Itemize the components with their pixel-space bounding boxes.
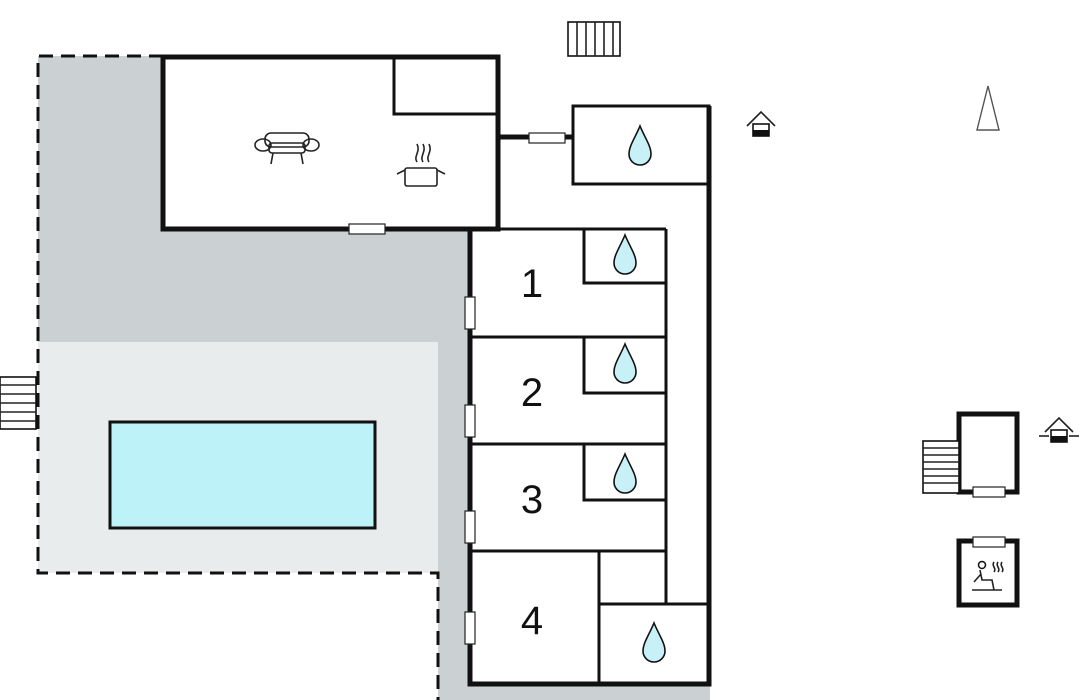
room-1-bathroom — [582, 229, 666, 285]
door-connector — [528, 132, 566, 144]
door-room-2 — [464, 404, 476, 438]
water-drop-icon — [613, 232, 637, 275]
door-sauna-bottom — [972, 536, 1006, 548]
house-marker-icon — [746, 110, 776, 137]
water-drop-icon — [628, 123, 652, 166]
room-number-4: 4 — [521, 599, 543, 643]
door-room-1 — [464, 296, 476, 330]
house-marker-icon — [1039, 416, 1079, 443]
terrace-strip — [470, 684, 710, 700]
room-2-bathroom — [582, 337, 666, 395]
door-living — [348, 223, 386, 235]
living-room — [160, 54, 501, 232]
door-room-4 — [464, 611, 476, 645]
room-3-bathroom — [582, 444, 666, 502]
utility-room — [392, 55, 500, 116]
bedroom-wing-wall — [467, 106, 712, 687]
sauna-room — [956, 538, 1020, 608]
room-number-3: 3 — [521, 478, 543, 522]
sauna-anteroom — [956, 411, 1020, 495]
plot-boundary — [36, 54, 440, 700]
room-number-2: 2 — [521, 371, 543, 415]
water-drop-icon — [613, 341, 637, 384]
cooking-pot-icon — [396, 143, 446, 187]
door-sauna-top — [972, 486, 1006, 498]
swimming-pool — [108, 420, 377, 530]
water-drop-icon — [642, 620, 666, 663]
stairs-icon — [567, 21, 621, 57]
sofa-icon — [254, 132, 320, 165]
door-room-3 — [464, 510, 476, 544]
room-number-1: 1 — [521, 262, 543, 306]
north-arrow-icon — [976, 85, 1000, 131]
stairs-icon — [922, 440, 960, 494]
water-drop-icon — [613, 451, 637, 494]
stairs-icon — [0, 376, 37, 430]
sauna-icon — [972, 560, 1004, 591]
